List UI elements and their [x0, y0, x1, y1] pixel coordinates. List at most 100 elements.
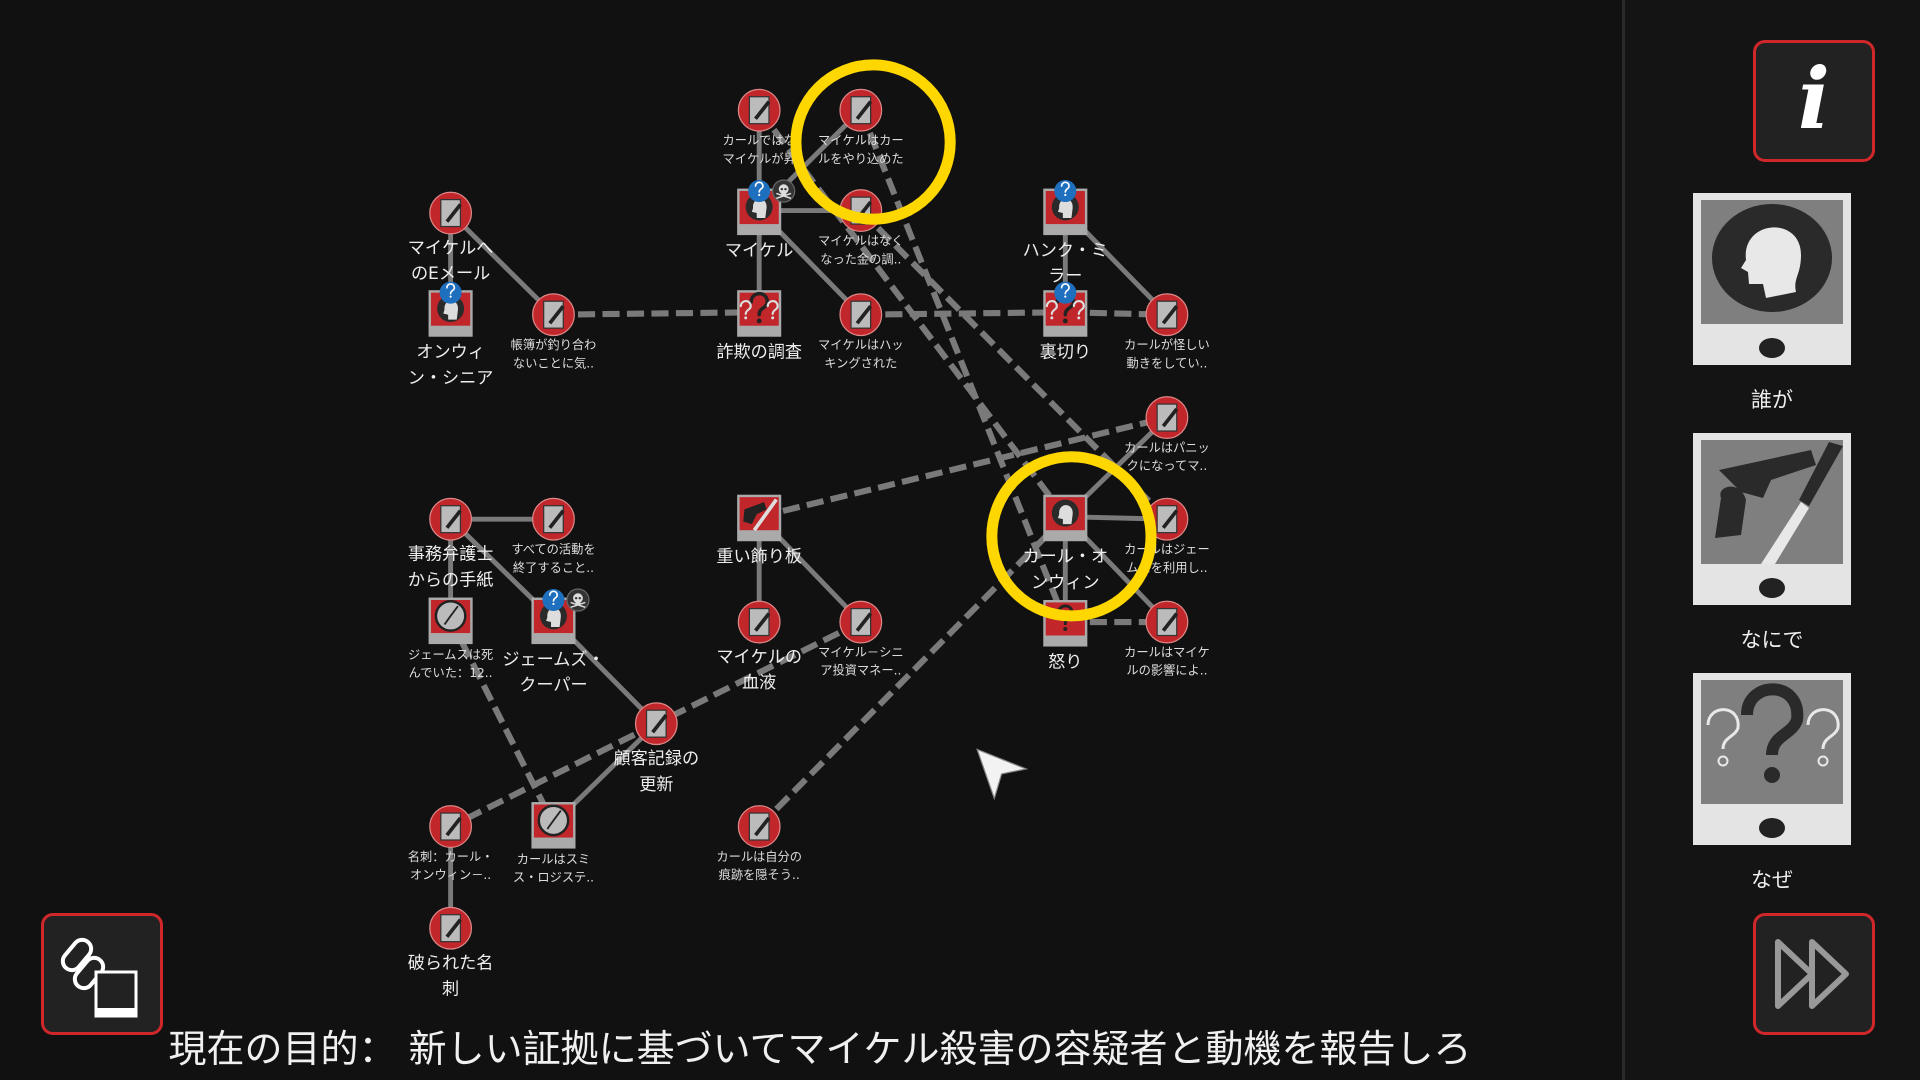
node-label: 名刺：カール・ [408, 849, 494, 864]
node-label: 動きをしてい.. [1127, 356, 1208, 370]
evidence-node-mystery[interactable]: 裏切り [1040, 281, 1091, 363]
evidence-node-doc[interactable]: 名刺：カール・オンウィン－.. [408, 805, 494, 882]
why-card[interactable] [1693, 673, 1851, 845]
node-label: マイケルはカー [818, 133, 904, 147]
node-label: カールではな [722, 133, 795, 147]
node-label: クになってマ.. [1127, 459, 1208, 473]
node-label: 詐欺の調査 [716, 343, 802, 363]
node-label: ないことに気.. [513, 355, 594, 370]
dashed-connection [553, 309, 760, 318]
why-label: なぜ [1751, 868, 1793, 892]
skull-badge-icon [772, 179, 796, 203]
question-mark-icon [766, 300, 779, 320]
node-label: んでいた：12.. [409, 666, 493, 680]
who-card[interactable] [1693, 193, 1851, 365]
fast-forward-button[interactable] [1753, 913, 1875, 1035]
node-label: オンウィン－.. [410, 868, 491, 882]
node-label: なった金の調.. [820, 251, 901, 266]
node-label: 帳簿が釣り合わ [511, 337, 597, 352]
dashed-connection [447, 618, 557, 826]
what-card[interactable] [1693, 433, 1851, 605]
evidence-node-person[interactable]: マイケル [725, 179, 796, 261]
who-label: 誰が [1751, 388, 1793, 412]
node-label: ン・シニア [408, 368, 494, 388]
node-label: マイケルへ [408, 238, 494, 258]
question-mark-icon [1072, 300, 1085, 320]
dashed-connection [758, 414, 1168, 520]
node-label: ルの影響によ.. [1126, 663, 1207, 678]
node-label: ハンク・ミ [1023, 241, 1108, 261]
node-label: からの手紙 [408, 570, 494, 590]
node-label: カールはパニッ [1124, 441, 1210, 455]
evidence-node-person[interactable]: カール・オンウィン [1022, 494, 1108, 593]
node-label: 終了すること.. [513, 560, 594, 575]
evidence-node-person[interactable]: オンウィン・シニア [408, 281, 494, 389]
node-label: 顧客記録の [614, 749, 700, 769]
node-label: ルをやり込めた [818, 152, 904, 166]
info-button[interactable]: i [1753, 40, 1875, 162]
node-label: ス・ロジステ.. [513, 871, 594, 885]
evidence-node-weapon[interactable]: 重い飾り板 [716, 494, 802, 567]
highlight-rings [790, 59, 1157, 622]
highlight-ring [986, 451, 1157, 622]
node-label: ジェームズ・ [502, 650, 604, 670]
question-mark-icon [739, 300, 752, 320]
question-glyph-icon [1060, 181, 1070, 197]
node-label: ア投資マネー.. [820, 663, 901, 678]
evidence-node-person[interactable]: ジェームズ・クーパー [502, 588, 605, 696]
node-label: ジェームスは死 [408, 648, 493, 662]
question-glyph-icon [754, 181, 764, 197]
what-label: なにで [1740, 628, 1804, 652]
evidence-node-mystery[interactable]: 詐欺の調査 [716, 290, 802, 363]
node-label: 痕跡を隠そう.. [719, 867, 800, 882]
node-label: 重い飾り板 [716, 547, 802, 567]
node-label: カールはスミ [517, 852, 590, 866]
node-label: すべての活動を [511, 542, 595, 556]
node-label: キングされた [824, 356, 897, 370]
node-label: のEメール [411, 264, 490, 284]
node-label: マイケルの [716, 647, 802, 667]
person-head-icon [1712, 204, 1832, 312]
node-label: マイケル－シニ [818, 645, 904, 659]
question-marks-icon [1706, 683, 1840, 783]
current-objective: 現在の目的： 新しい証拠に基づいてマイケル殺害の容疑者と動機を報告しろ [0, 1018, 1640, 1073]
evidence-node-anger[interactable]: 怒り [1043, 600, 1088, 672]
node-label: クーパー [519, 676, 587, 696]
node-label: カールは自分の [716, 850, 802, 864]
evidence-node-person[interactable]: ハンク・ミラー [1023, 180, 1108, 287]
link-icon [60, 937, 138, 1018]
double-chevron-right-icon [1775, 939, 1849, 1009]
question-mark-icon [1045, 300, 1058, 320]
node-label: マイケルが昇 [722, 151, 795, 166]
node-label: カール・オ [1022, 547, 1108, 567]
node-label: 事務弁護士 [408, 545, 494, 565]
info-icon: i [1798, 49, 1830, 148]
question-mark-icon [749, 291, 769, 324]
slot-indicator [1759, 578, 1785, 598]
question-glyph-icon [1060, 283, 1070, 298]
link-evidence-button[interactable] [41, 913, 163, 1035]
highlight-ring [790, 59, 956, 225]
node-label: 破られた名 [408, 954, 494, 974]
deduction-panel: i 誰が なにで なぜ [1622, 0, 1920, 1080]
dashed-connection [860, 309, 1066, 318]
